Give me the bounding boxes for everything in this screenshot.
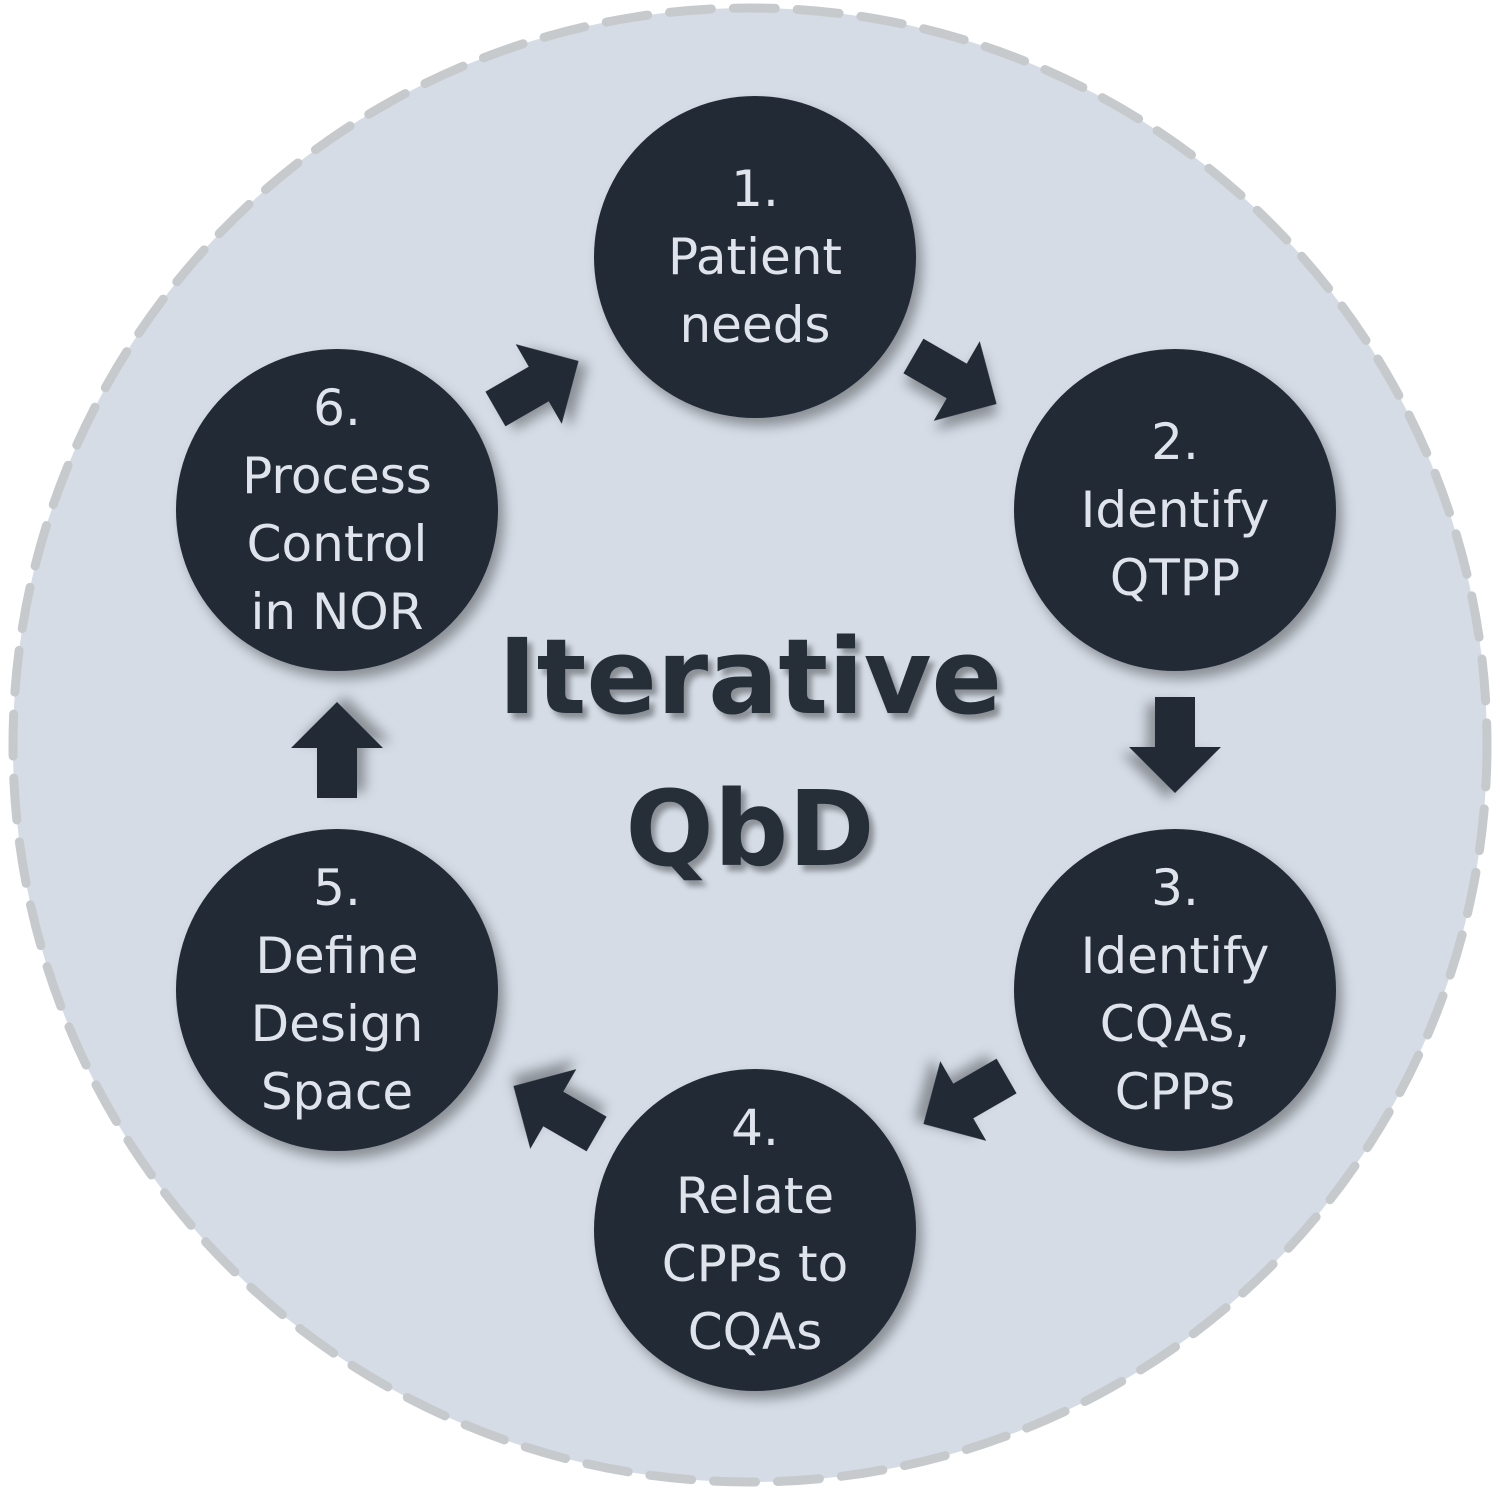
step-6-label-line-3: in NOR bbox=[251, 583, 424, 641]
arrow-6-to-1 bbox=[485, 344, 579, 427]
step-5-number: 5. bbox=[313, 859, 361, 917]
step-4-label-line-2: CPPs to bbox=[662, 1235, 848, 1293]
arrow-1-to-2 bbox=[903, 338, 997, 421]
step-5-label-line-2: Design bbox=[251, 995, 424, 1053]
step-1: 1. Patient needs bbox=[594, 96, 916, 418]
step-3-label-line-1: Identify bbox=[1081, 927, 1270, 985]
step-1-label-line-2: needs bbox=[679, 296, 830, 354]
step-4-number: 4. bbox=[731, 1099, 779, 1157]
step-3-number: 3. bbox=[1151, 859, 1199, 917]
step-6-label-line-2: Control bbox=[247, 515, 428, 573]
step-3-label-line-3: CPPs bbox=[1115, 1063, 1235, 1121]
step-2-number: 2. bbox=[1151, 413, 1199, 471]
arrow-5-to-6 bbox=[291, 702, 383, 798]
center-title: Iterative QbD bbox=[498, 616, 1002, 890]
step-6-circle bbox=[176, 349, 498, 671]
step-4-label-line-1: Relate bbox=[676, 1167, 834, 1225]
step-1-number: 1. bbox=[731, 160, 779, 218]
step-6-number: 6. bbox=[313, 379, 361, 437]
arrow-2-to-3 bbox=[1129, 697, 1221, 793]
cycle-arrows bbox=[291, 338, 1221, 1152]
arrow-4-to-5 bbox=[513, 1069, 607, 1152]
center-title-line-2: QbD bbox=[625, 768, 874, 890]
step-5-circle bbox=[176, 829, 498, 1151]
arrow-3-to-4 bbox=[923, 1058, 1017, 1141]
step-2-label-line-2: QTPP bbox=[1110, 549, 1240, 607]
step-2-circle bbox=[1014, 349, 1336, 671]
step-4-label-line-3: CQAs bbox=[688, 1303, 823, 1361]
step-2-label-line-1: Identify bbox=[1081, 481, 1270, 539]
step-5-label-line-3: Space bbox=[261, 1063, 413, 1121]
center-title-line-1: Iterative bbox=[498, 616, 1002, 738]
cycle-steps: 1.Patientneeds2.IdentifyQTPP3.IdentifyCQ… bbox=[176, 96, 1336, 1391]
step-3-circle bbox=[1014, 829, 1336, 1151]
step-1-label-line-1: Patient bbox=[668, 228, 842, 286]
step-1-circle bbox=[594, 96, 916, 418]
step-5-label-line-1: Define bbox=[255, 927, 418, 985]
step-6-label-line-1: Process bbox=[242, 447, 432, 505]
step-3-label-line-2: CQAs, bbox=[1100, 995, 1250, 1053]
step-4-circle bbox=[594, 1069, 916, 1391]
